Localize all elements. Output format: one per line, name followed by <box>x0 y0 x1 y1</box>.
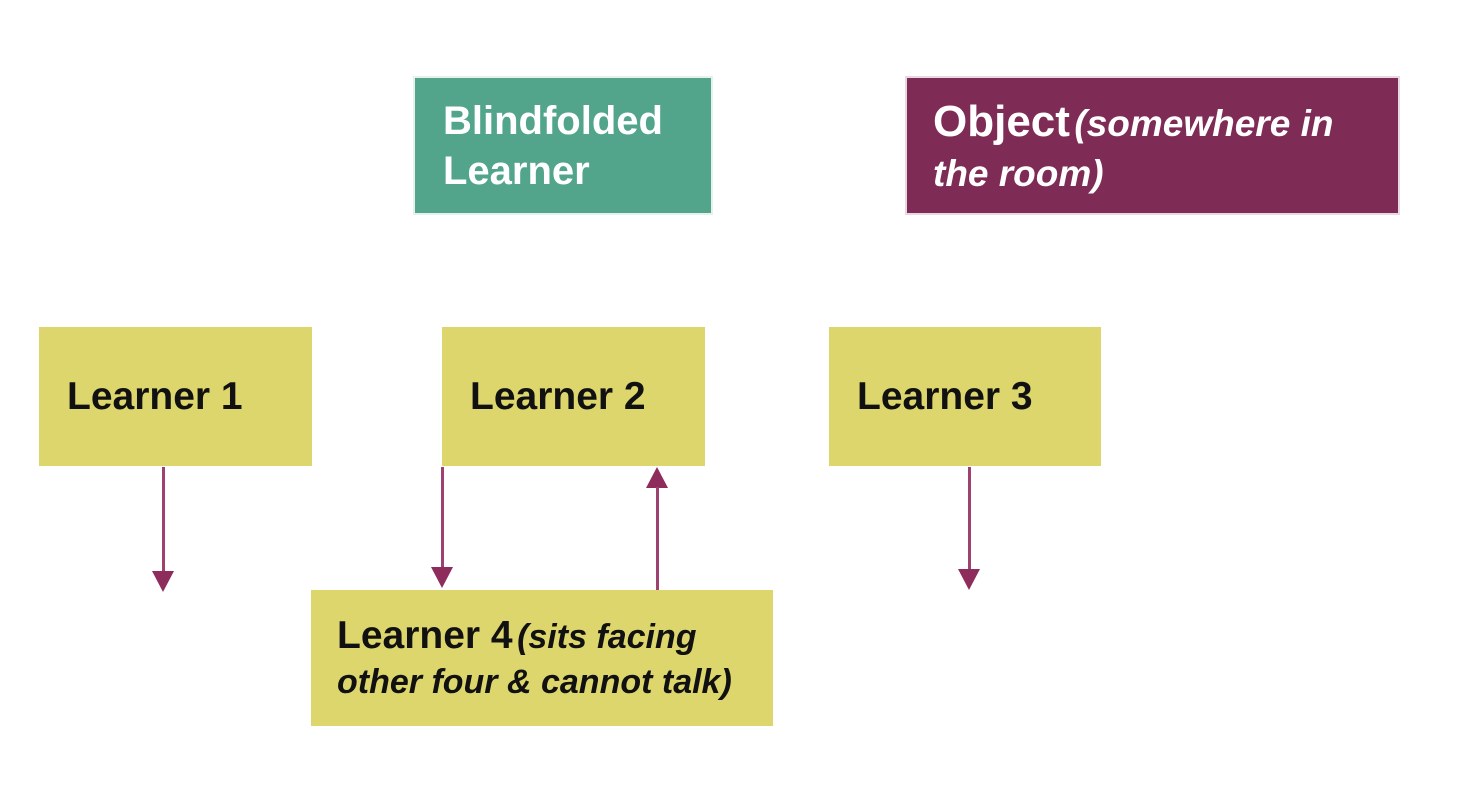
learner-2-label: Learner 2 <box>470 374 646 418</box>
learner-4-title: Learner 4 <box>337 614 513 658</box>
arrow-learner1-down-head-icon <box>152 571 174 592</box>
object-note: (somewhere in the room) <box>933 102 1334 195</box>
arrow-learner1-down-line <box>162 467 165 572</box>
blindfolded-learner-label: Blindfolded Learner <box>443 98 663 193</box>
arrow-learner4-to-learner2-head-icon <box>646 467 668 488</box>
learner-4-note: (sits facing other four & cannot talk) <box>337 618 732 702</box>
arrow-learner2-to-learner4-line <box>441 467 444 568</box>
object-title: Object <box>933 96 1070 146</box>
learner-3-box: Learner 3 <box>829 327 1101 466</box>
arrow-learner3-down-head-icon <box>958 569 980 590</box>
blindfolded-learner-box: Blindfolded Learner <box>413 76 713 215</box>
arrow-learner3-down-line <box>968 467 971 570</box>
learner-3-label: Learner 3 <box>857 374 1033 418</box>
object-text: Object (somewhere in the room) <box>933 93 1382 198</box>
learner-2-box: Learner 2 <box>442 327 705 466</box>
learner-1-label: Learner 1 <box>67 374 243 418</box>
arrow-learner2-to-learner4-head-icon <box>431 567 453 588</box>
learner-4-box: Learner 4 (sits facing other four & cann… <box>311 590 773 726</box>
arrow-learner4-to-learner2-line <box>656 487 659 590</box>
learner-1-box: Learner 1 <box>39 327 312 466</box>
object-box: Object (somewhere in the room) <box>905 76 1400 215</box>
learner-4-text: Learner 4 (sits facing other four & cann… <box>337 611 765 704</box>
